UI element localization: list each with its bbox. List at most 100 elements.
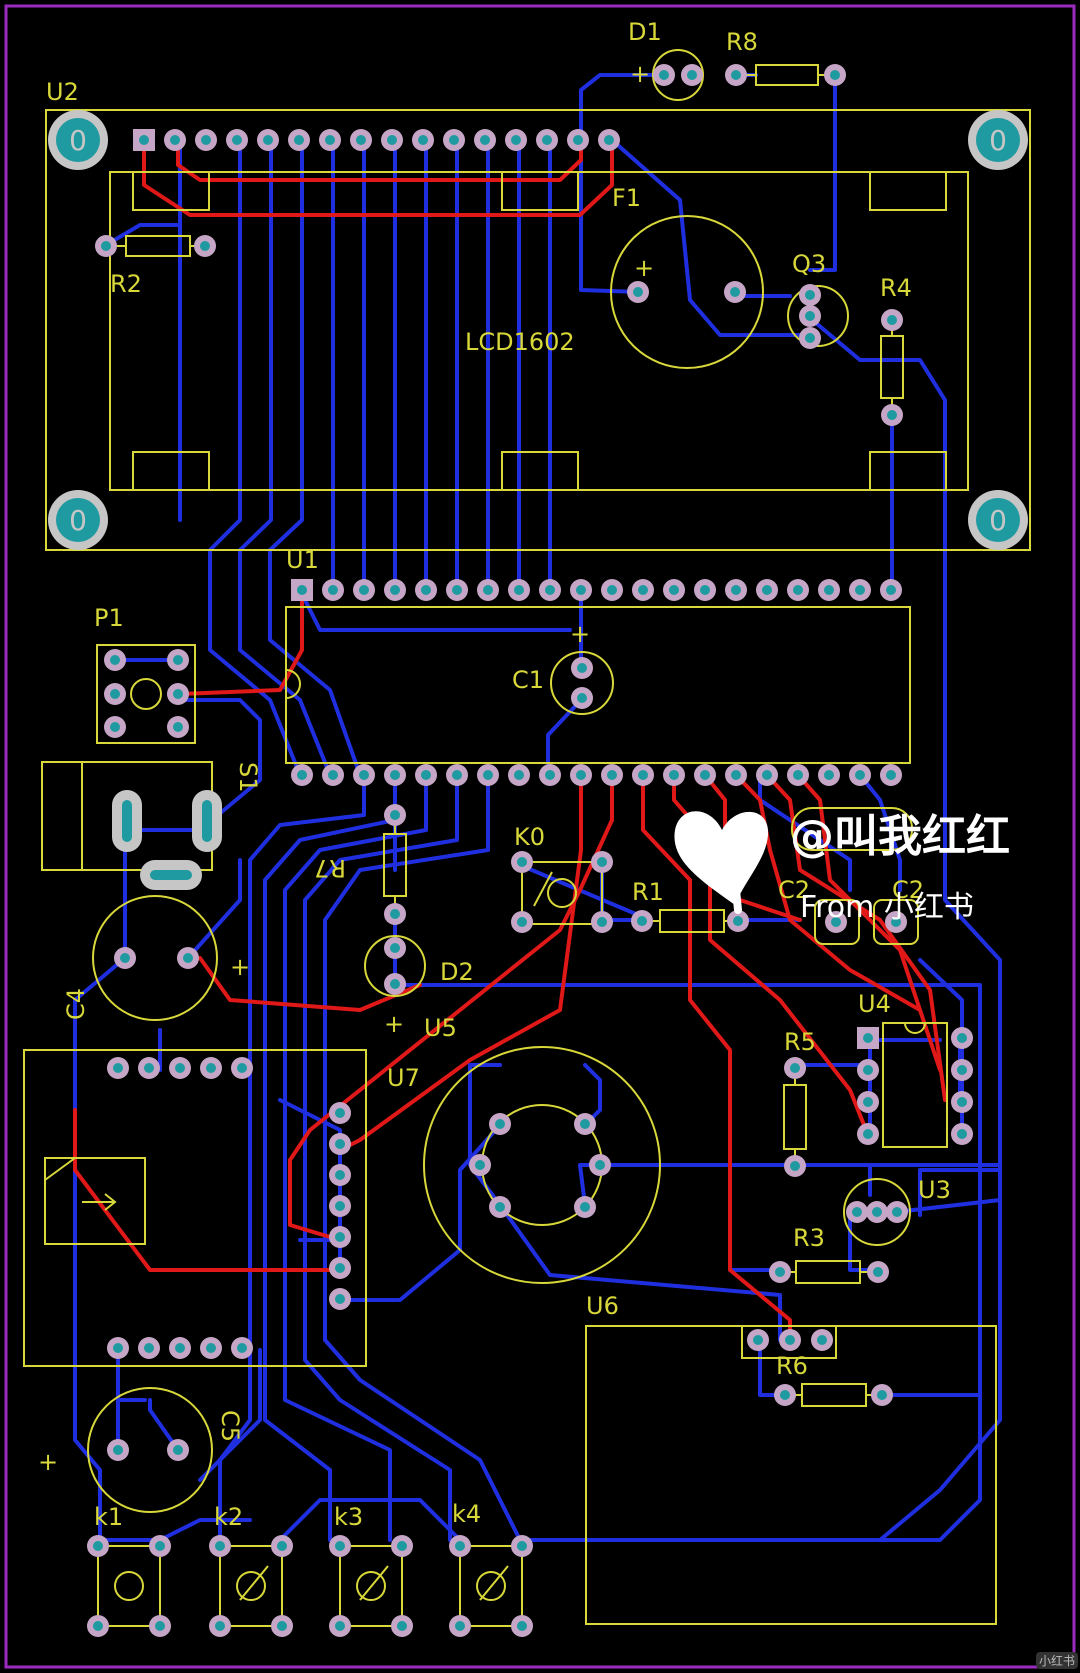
c5-pin-drill (173, 1445, 183, 1455)
r4-body (880, 335, 904, 399)
u1-pin-drill (421, 585, 431, 595)
watermark-logo (674, 811, 769, 914)
c4-pin-drill (120, 953, 130, 963)
k-pin-drill (455, 1541, 465, 1551)
r2-pin-drill (200, 241, 210, 251)
u7-pin-drill (175, 1063, 185, 1073)
u1-pin-drill (576, 770, 586, 780)
u2-pin-drill (232, 135, 242, 145)
label-r4: R4 (880, 274, 912, 302)
p1-pin-drill (173, 655, 183, 665)
mount-hole-bottom-left: 0 (48, 490, 108, 550)
u2-pin-drill (170, 135, 180, 145)
u2-pin-drill (201, 135, 211, 145)
u1-pin-drill (762, 585, 772, 595)
u1-pin-drill (328, 585, 338, 595)
u2-pin-drill (418, 135, 428, 145)
label-p1: P1 (94, 604, 124, 632)
f1-pin-drill (633, 287, 643, 297)
f1-pin-drill (730, 287, 740, 297)
label-u3: U3 (918, 1176, 951, 1204)
r1-pin-drill (637, 916, 647, 926)
svg-text:0: 0 (69, 124, 87, 157)
u5-outline (423, 1046, 661, 1284)
silkscreen-layer (23, 49, 1031, 1627)
d1-pin-drill (659, 70, 669, 80)
k-pin-drill (155, 1621, 165, 1631)
u1-pin-drill (545, 770, 555, 780)
c5-pin-drill (113, 1445, 123, 1455)
label-r8: R8 (726, 28, 758, 56)
mount-hole-top-left: 0 (48, 110, 108, 170)
u2-pin-drill (325, 135, 335, 145)
label-d1: D1 (628, 18, 662, 46)
label-u7: U7 (387, 1064, 420, 1092)
label-c1-plus: + (570, 620, 590, 648)
r2-pin-drill (101, 241, 111, 251)
u4-pin-drill (957, 1097, 967, 1107)
u5-pin-drill (595, 1160, 605, 1170)
u7-pin-drill (237, 1343, 247, 1353)
u1-pin-drill (700, 585, 710, 595)
u1-pin-drill (359, 770, 369, 780)
r5-pin-drill (790, 1063, 800, 1073)
q3-pin-drill (805, 311, 815, 321)
u1-pin-drill (793, 585, 803, 595)
k0-pin-drill (597, 917, 607, 927)
u2-pin-drill (573, 135, 583, 145)
k0-pin-drill (597, 857, 607, 867)
u3-outline (843, 1178, 911, 1246)
label-c4: C4 (62, 988, 90, 1020)
r4-pin-drill (887, 410, 897, 420)
u1-pin-drill (483, 585, 493, 595)
u1-pin-drill (545, 585, 555, 595)
svg-text:0: 0 (989, 504, 1007, 537)
u1-pin-drill (700, 770, 710, 780)
u2-pin-drill (542, 135, 552, 145)
label-c5-plus: + (38, 1448, 58, 1476)
label-k1: k1 (94, 1503, 123, 1531)
c1-pin-drill (577, 663, 587, 673)
k-pin-drill (335, 1541, 345, 1551)
label-d2: D2 (440, 958, 474, 986)
r1-pin-drill (733, 916, 743, 926)
u1-pin-drill (452, 585, 462, 595)
u1-pin-drill (297, 770, 307, 780)
u7-pin-drill (335, 1294, 345, 1304)
u7-pin-drill (206, 1063, 216, 1073)
k-pin-drill (215, 1621, 225, 1631)
p1-pin-drill (173, 689, 183, 699)
u2-pin-drill (604, 135, 614, 145)
u1-pin-drill (638, 770, 648, 780)
label-k2: k2 (214, 1503, 243, 1531)
u4-pin-drill (863, 1097, 873, 1107)
c1-outline (550, 651, 614, 715)
svg-text:0: 0 (989, 124, 1007, 157)
u1-pin-drill (297, 585, 307, 595)
label-f1: F1 (612, 184, 641, 212)
u4-pin-drill (863, 1129, 873, 1139)
label-r3: R3 (793, 1224, 825, 1252)
r6-pin-drill (780, 1390, 790, 1400)
k-pin-drill (397, 1621, 407, 1631)
u1-pin-drill (824, 770, 834, 780)
label-s1: S1 (234, 762, 262, 793)
u6-pin-drill (753, 1335, 763, 1345)
u1-pin-drill (514, 585, 524, 595)
u7-pin-drill (113, 1063, 123, 1073)
u7-pin-drill (335, 1170, 345, 1180)
u4-pin-drill (863, 1033, 873, 1043)
crystal-outline (791, 807, 913, 851)
u1-pin-drill (421, 770, 431, 780)
c2-pin-drill (891, 917, 901, 927)
u7-pin-drill (144, 1343, 154, 1353)
u1-pin-drill (390, 770, 400, 780)
u2-pin-drill (480, 135, 490, 145)
u1-pin-drill (762, 770, 772, 780)
r6-pin-drill (877, 1390, 887, 1400)
k-pin-drill (335, 1621, 345, 1631)
d2-outline (364, 935, 426, 997)
r8-body (755, 64, 819, 86)
u4-pin-drill (957, 1033, 967, 1043)
u2-pin-drill (139, 135, 149, 145)
